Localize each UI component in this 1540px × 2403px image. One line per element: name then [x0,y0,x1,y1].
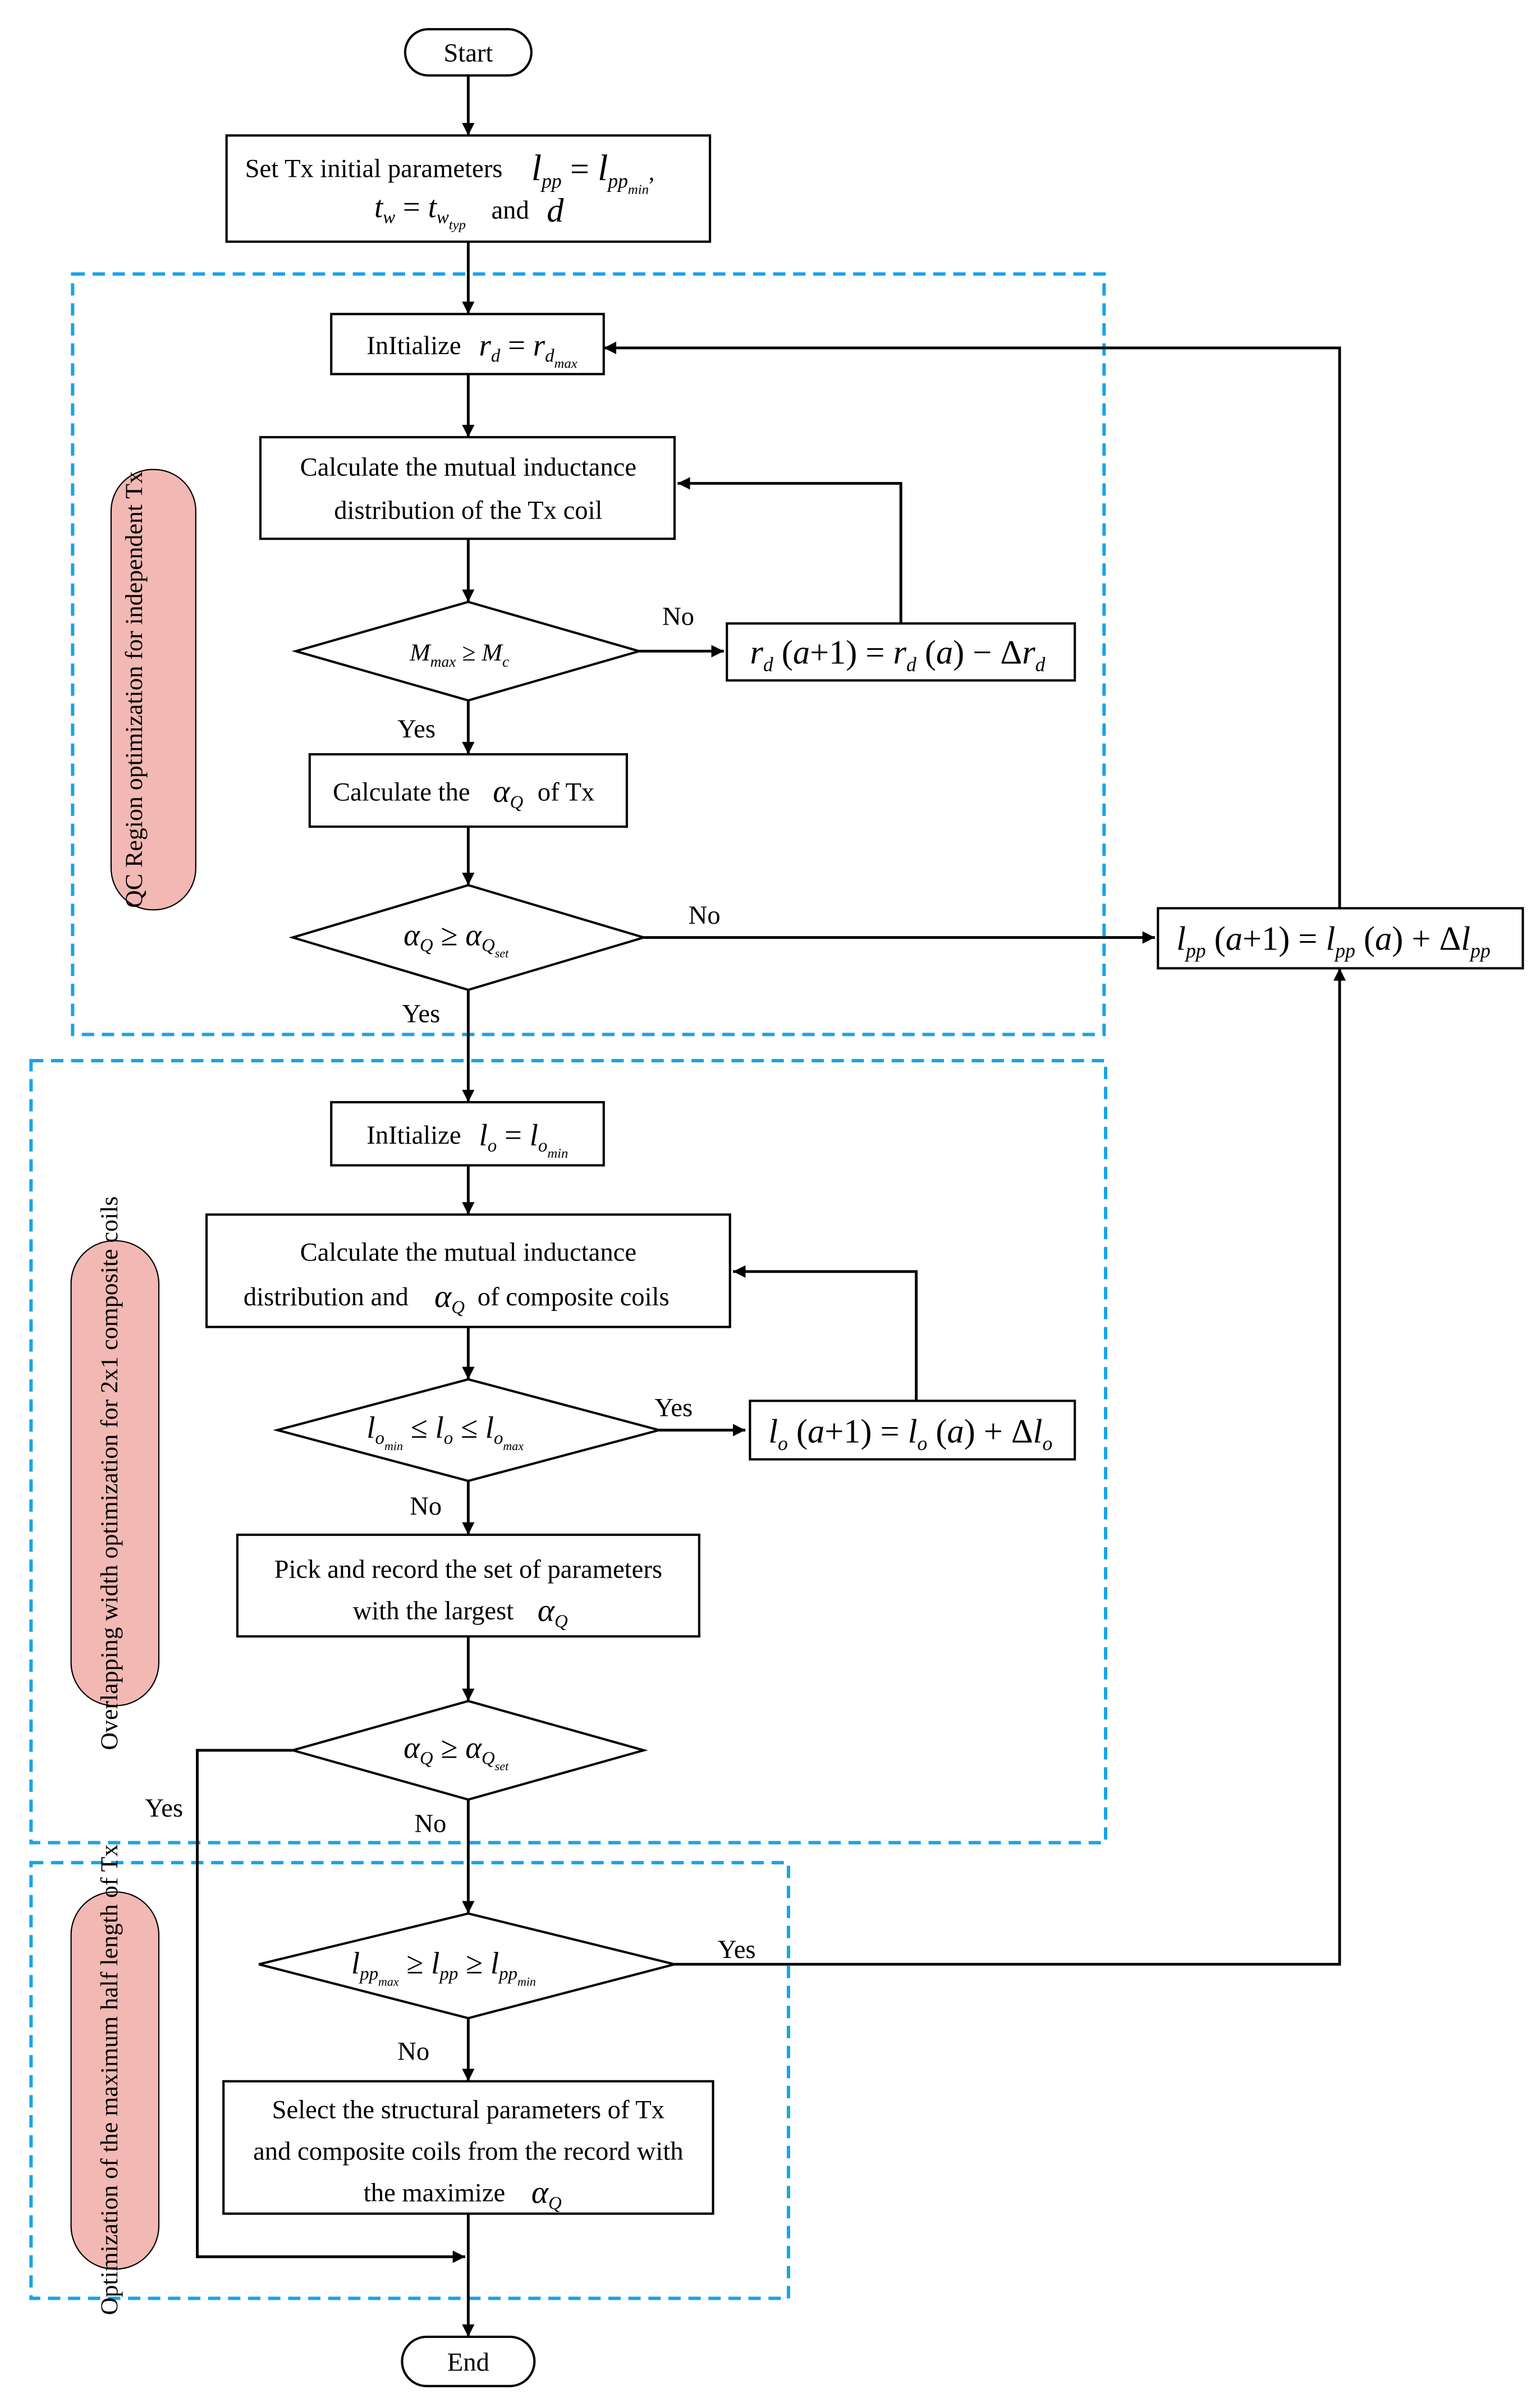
svg-text:InItialize: InItialize [366,1121,461,1150]
svg-text:the maximize: the maximize [364,2179,505,2208]
svg-text:Calculate the mutual inductanc: Calculate the mutual inductance [300,453,636,482]
branch-label-no-2: No [689,901,721,930]
svg-text:InItialize: InItialize [366,331,461,360]
branch-label-yes-4: Yes [145,1794,183,1823]
svg-text:and composite coils from the r: and composite coils from the record with [253,2137,684,2166]
svg-text:Select the structural paramete: Select the structural parameters of Tx [272,2095,665,2125]
connectors [196,75,1346,2337]
svg-text:Start: Start [443,39,493,68]
svg-text:Overlapping width optimization: Overlapping width optimization for 2x1 c… [96,1196,123,1750]
svg-text:Mmax ≥ Mc: Mmax ≥ Mc [409,639,509,670]
svg-text:Calculate the mutual inductanc: Calculate the mutual inductance [300,1238,636,1267]
svg-text:rd (a+1) = rd (a) − Δrd: rd (a+1) = rd (a) − Δrd [750,634,1045,676]
svg-text:αQ: αQ [531,2175,562,2213]
svg-text:lpp (a+1) = lpp (a) + Δlpp: lpp (a+1) = lpp (a) + Δlpp [1176,920,1491,962]
svg-text:Calculate the: Calculate the [333,777,470,806]
branch-label-yes-1: Yes [397,714,436,744]
group-overlap-width [29,1058,1108,1845]
svg-text:of composite coils: of composite coils [478,1282,670,1311]
svg-text:with the largest: with the largest [353,1597,514,1626]
branch-label-yes-5: Yes [718,1935,756,1964]
calc-alpha-q-tx-box: Calculate the αQ of Tx [308,753,628,828]
init-lo-box: InItialize lo = lomin [330,1101,605,1167]
lo-update-box: lo (a+1) = lo (a) + Δlo [749,1400,1076,1461]
pick-record-box: Pick and record the set of parameters wi… [236,1533,700,1638]
branch-label-yes-2: Yes [402,999,440,1028]
svg-text:End: End [447,2347,489,2377]
decision-alpha-q-set-2: αQ ≥ αQset [288,1700,648,1801]
branch-label-no-4: No [414,1809,446,1838]
decision-alpha-q-set-1: αQ ≥ αQset [288,884,648,991]
decision-lo-range: lomin ≤ lo ≤ lomax [273,1378,664,1483]
svg-text:αQ: αQ [538,1593,568,1631]
set-tx-parameters-box: Set Tx initial parameters lpp = lppmin, … [225,134,712,243]
group-half-length [29,1861,790,2300]
calc-mutual-inductance-composite-box: Calculate the mutual inductance distribu… [205,1213,731,1328]
svg-text:distribution of the Tx coil: distribution of the Tx coil [334,496,602,525]
end-terminal: End [401,2335,536,2387]
group-label-overlap: Overlapping width optimization for 2x1 c… [70,1196,160,1750]
group-label-half-length: Optimization of the maximum half length … [70,1845,160,2315]
svg-text:of Tx: of Tx [538,777,594,806]
branch-label-no-1: No [662,602,694,631]
init-rd-box: InItialize rd = rdmax [330,313,605,375]
svg-text:and: and [491,196,529,225]
group-label-qc: QC Region optimization for independent T… [110,469,196,911]
svg-text:QC Region optimization for ind: QC Region optimization for independent T… [121,471,148,908]
select-parameters-box: Select the structural parameters of Tx a… [222,2080,714,2215]
svg-text:distribution and: distribution and [244,1282,409,1311]
branch-label-no-3: No [410,1492,442,1521]
decision-lpp-range: lppmax ≥ lpp ≥ lppmin [258,1912,675,2020]
start-terminal: Start [404,28,533,77]
calc-mutual-inductance-tx-box: Calculate the mutual inductance distribu… [259,435,676,540]
svg-text:Set Tx initial parameters: Set Tx initial parameters [245,154,503,183]
branch-label-yes-3: Yes [654,1393,693,1423]
rd-update-box: rd (a+1) = rd (a) − Δrd [726,622,1076,682]
lpp-update-box: lpp (a+1) = lpp (a) + Δlpp [1157,907,1524,970]
branch-label-no-5: No [397,2037,429,2066]
decision-mmax-mc: Mmax ≥ Mc [291,600,644,702]
svg-text:Optimization of the maximum ha: Optimization of the maximum half length … [96,1845,123,2315]
svg-text:Pick and record the set of par: Pick and record the set of parameters [274,1555,662,1584]
group-qc-region [71,272,1106,1037]
svg-text:d: d [547,192,564,230]
svg-text:lo (a+1) = lo (a) + Δlo: lo (a+1) = lo (a) + Δlo [768,1413,1052,1455]
